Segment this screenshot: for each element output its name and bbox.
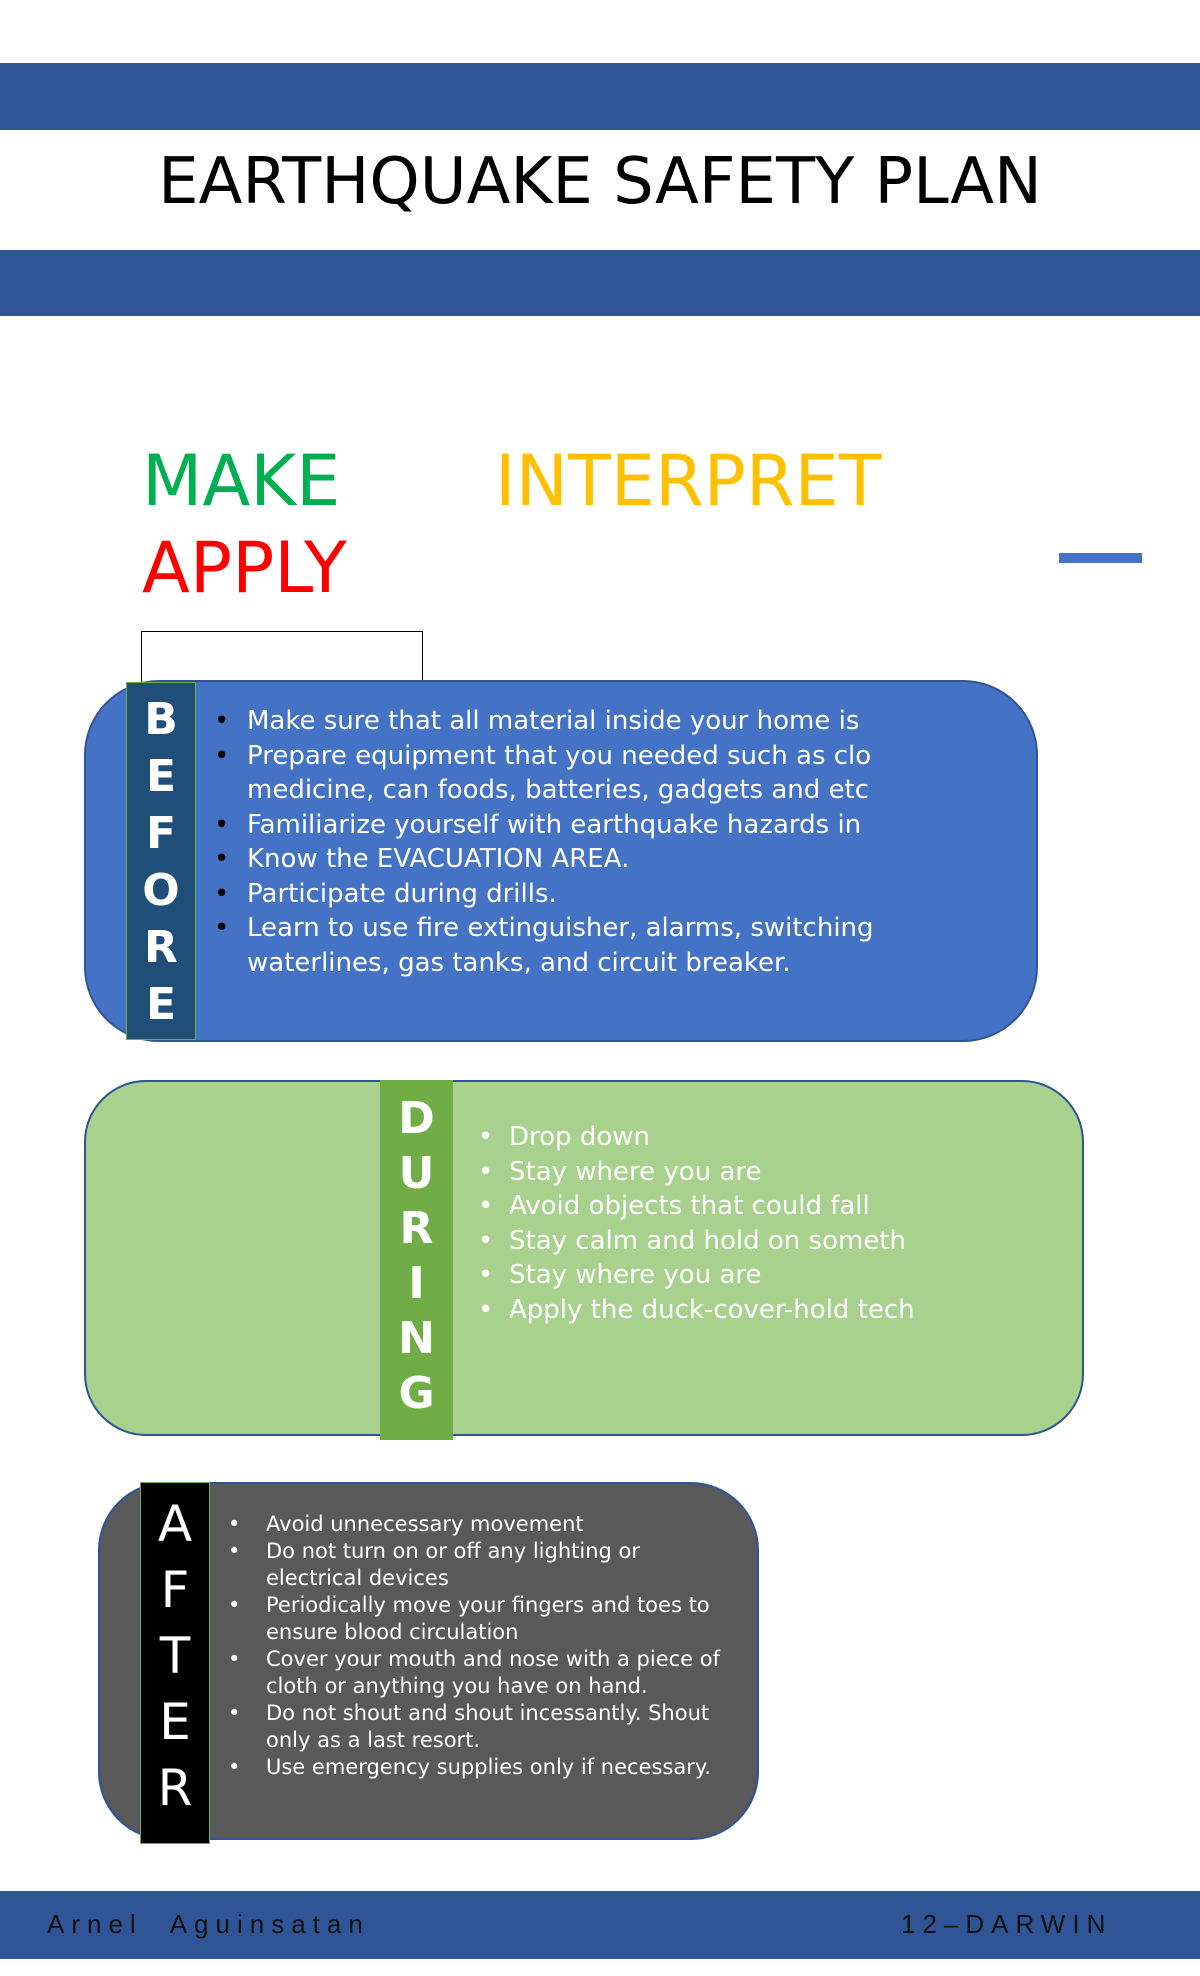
label-letter: E	[145, 979, 177, 1030]
label-letter: R	[144, 922, 178, 973]
label-letter: U	[398, 1148, 435, 1199]
keyword-make: MAKE	[142, 440, 341, 522]
label-letter: B	[144, 694, 178, 745]
footer-bar	[0, 1891, 1200, 1959]
before-panel: B E F O R E Make sure that all material …	[84, 680, 1038, 1042]
after-label-strip: A F T E R	[140, 1482, 210, 1844]
label-letter: D	[398, 1093, 435, 1144]
list-item: Use emergency supplies only if necessary…	[228, 1754, 728, 1781]
list-item: Stay calm and hold on someth	[478, 1224, 915, 1259]
label-letter: E	[159, 1693, 191, 1751]
after-list: Avoid unnecessary movement Do not turn o…	[228, 1511, 728, 1781]
after-panel: A F T E R Avoid unnecessary movement Do …	[98, 1482, 759, 1844]
label-letter: G	[398, 1368, 435, 1419]
list-item: Prepare equipment that you needed such a…	[214, 739, 1004, 808]
list-item: Periodically move your fingers and toes …	[228, 1592, 728, 1646]
list-item: Do not turn on or off any lighting or el…	[228, 1538, 728, 1592]
decorative-dash	[1059, 553, 1142, 563]
label-letter: R	[399, 1203, 434, 1254]
list-item: Know the EVACUATION AREA.	[214, 842, 1004, 877]
page-title: EARTHQUAKE SAFETY PLAN	[158, 145, 1042, 219]
before-label-strip: B E F O R E	[126, 682, 196, 1040]
list-item: Stay where you are	[478, 1155, 915, 1190]
label-letter: N	[398, 1313, 435, 1364]
after-label: A F T E R	[141, 1491, 209, 1821]
keyword-interpret: INTERPRET	[495, 440, 882, 522]
title-banner-bar	[0, 250, 1200, 316]
label-letter: F	[160, 1561, 190, 1619]
list-item: Avoid objects that could fall	[478, 1189, 915, 1224]
list-item: Apply the duck-cover-hold tech	[478, 1293, 915, 1328]
label-letter: I	[408, 1258, 425, 1309]
list-item: Familiarize yourself with earthquake haz…	[214, 808, 1004, 843]
label-letter: O	[142, 865, 180, 916]
label-letter: E	[145, 751, 177, 802]
before-label: B E F O R E	[127, 691, 195, 1033]
keyword-apply: APPLY	[142, 527, 347, 609]
list-item: Do not shout and shout incessantly. Shou…	[228, 1700, 728, 1754]
list-item: Stay where you are	[478, 1258, 915, 1293]
during-label-strip: D U R I N G	[380, 1080, 453, 1440]
class-section: 12–DARWIN	[901, 1909, 1113, 1939]
during-label: D U R I N G	[381, 1091, 452, 1421]
empty-text-box	[141, 631, 423, 685]
list-item: Cover your mouth and nose with a piece o…	[228, 1646, 728, 1700]
list-item: Learn to use fire extinguisher, alarms, …	[214, 911, 1004, 980]
before-list: Make sure that all material inside your …	[214, 704, 1004, 980]
label-letter: T	[159, 1627, 191, 1685]
label-letter: R	[157, 1759, 193, 1817]
top-banner-bar	[0, 63, 1200, 130]
list-item: Avoid unnecessary movement	[228, 1511, 728, 1538]
author-name: Arnel Aguinsatan	[47, 1909, 370, 1939]
label-letter: A	[157, 1495, 193, 1553]
list-item: Drop down	[478, 1120, 915, 1155]
label-letter: F	[145, 808, 177, 859]
during-panel: D U R I N G Drop down Stay where you are…	[84, 1080, 1084, 1440]
list-item: Participate during drills.	[214, 877, 1004, 912]
list-item: Make sure that all material inside your …	[214, 704, 1004, 739]
during-list: Drop down Stay where you are Avoid objec…	[478, 1120, 915, 1327]
